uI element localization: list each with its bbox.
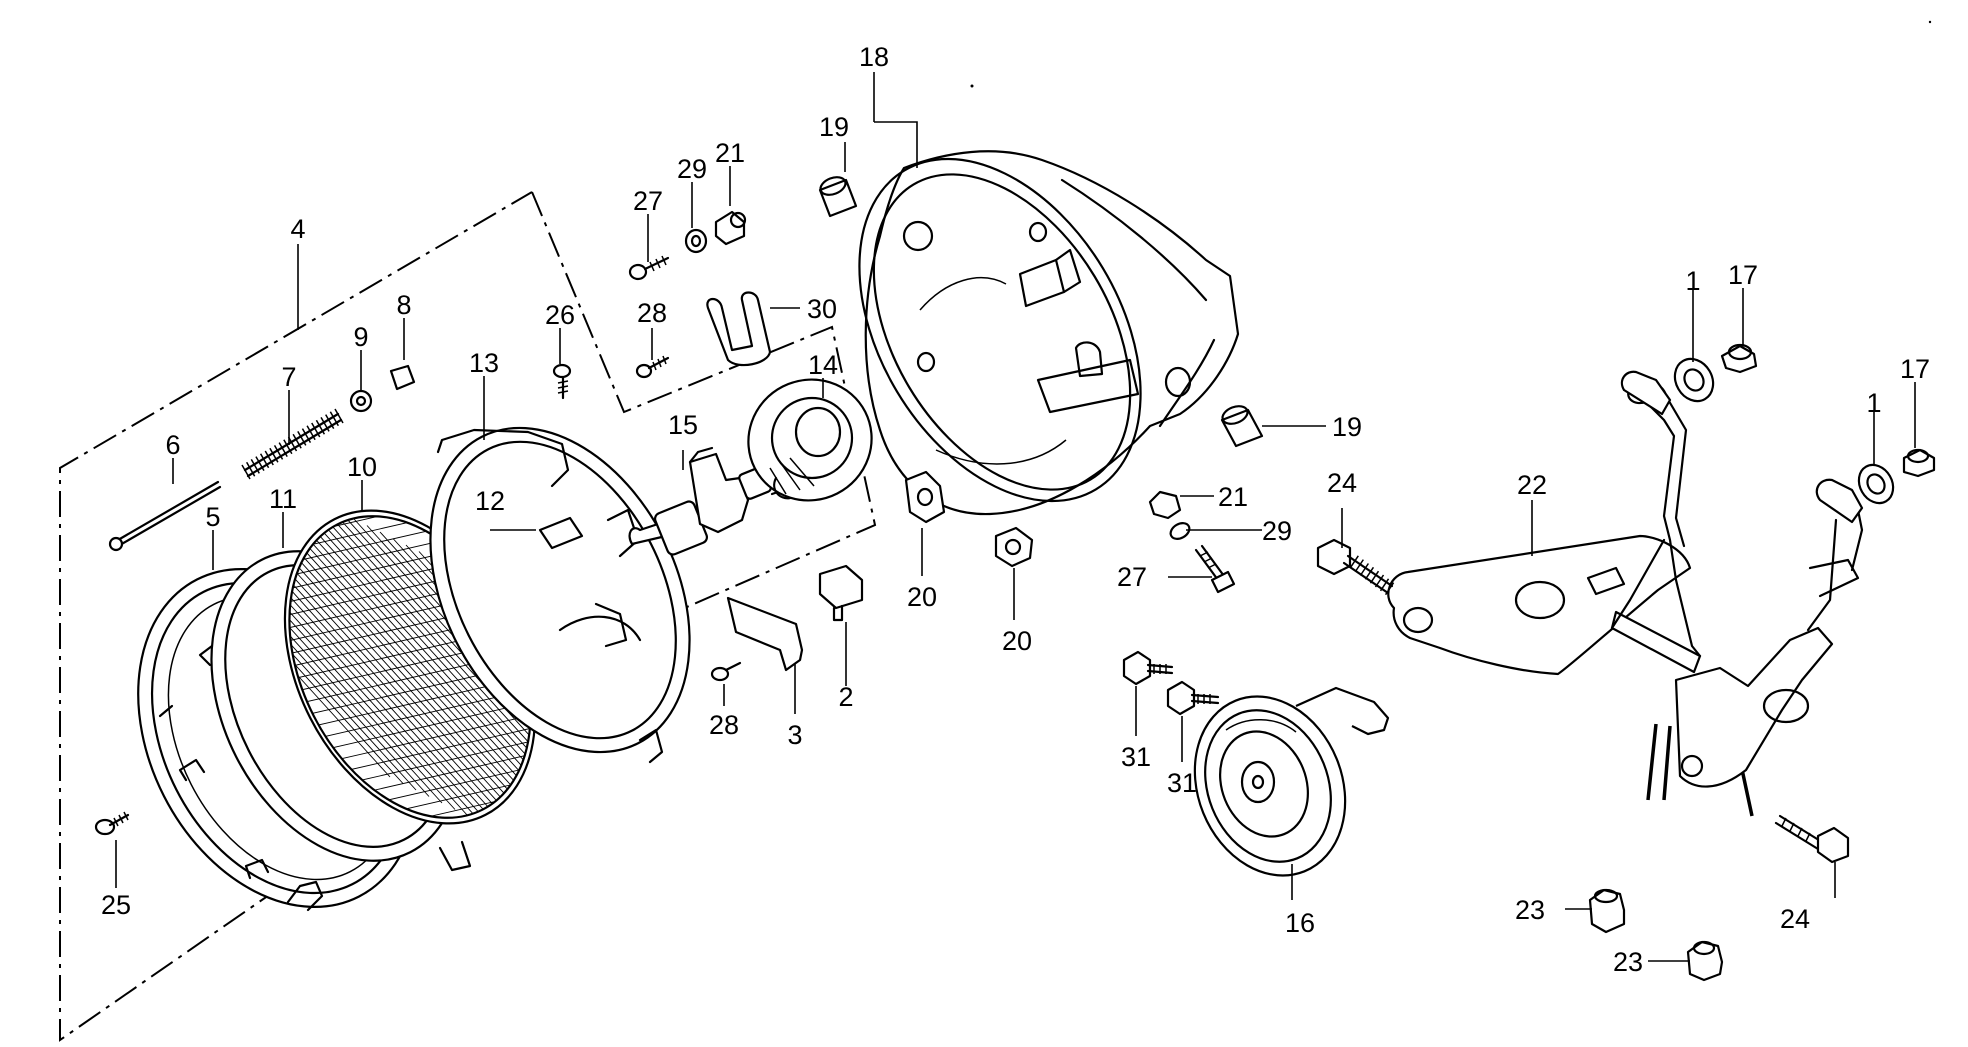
bolt-31-right (1166, 680, 1220, 716)
wire-clamp-30 (706, 291, 772, 367)
callout-4: 4 (290, 214, 305, 244)
callout-21-right: 21 (1218, 482, 1248, 512)
callout-5: 5 (205, 502, 220, 532)
adjusting-spring (241, 408, 344, 480)
grommet-1-upper (1673, 357, 1715, 403)
adjusting-screw (108, 480, 222, 552)
callout-8: 8 (396, 290, 411, 320)
callout-14: 14 (808, 350, 838, 380)
callout-25: 25 (101, 890, 131, 920)
collar-17-upper (1720, 343, 1758, 374)
callout-26: 26 (545, 300, 575, 330)
callout-23-lower: 23 (1613, 947, 1643, 977)
callout-19-right: 19 (1332, 412, 1362, 442)
mount-20-left (904, 470, 946, 524)
callout-31-right: 31 (1167, 768, 1197, 798)
collar-19-top (818, 176, 858, 218)
headlight-case (858, 150, 1240, 516)
headlight-bulb (628, 446, 786, 556)
callout-28-top: 28 (637, 298, 667, 328)
headlight-stay (1387, 370, 1864, 817)
callout-22: 22 (1517, 470, 1547, 500)
nut-23-upper (1588, 888, 1626, 934)
callout-11: 11 (269, 484, 297, 514)
bulb-socket (747, 378, 873, 502)
washer-9 (349, 389, 373, 413)
callout-12: 12 (475, 486, 505, 516)
collar-21-top (714, 210, 747, 246)
lens-clip-12 (538, 516, 584, 550)
callout-labels: 1 1 2 3 4 5 6 7 8 9 10 11 12 13 14 15 16… (101, 42, 1930, 977)
washer-29-top (684, 228, 708, 254)
callout-29-right: 29 (1262, 516, 1292, 546)
callout-24-upper: 24 (1327, 468, 1357, 498)
bracket-3 (726, 596, 804, 672)
bolt-31-left (1122, 650, 1174, 686)
callout-23-upper: 23 (1515, 895, 1545, 925)
screw-27-top (628, 255, 670, 281)
callout-2: 2 (838, 682, 853, 712)
assembly-4-boundary (59, 191, 877, 1042)
washer-29-right (1169, 522, 1191, 540)
callout-21-top: 21 (715, 138, 745, 168)
callout-9: 9 (353, 322, 368, 352)
lens-grid (241, 475, 579, 859)
collar-17-lower (1902, 448, 1936, 478)
callout-19-top: 19 (819, 112, 849, 142)
bolt-24-lower (1774, 814, 1850, 864)
callout-7: 7 (281, 362, 296, 392)
leader-lines (115, 72, 1916, 962)
callout-13: 13 (469, 348, 499, 378)
callout-6: 6 (165, 430, 180, 460)
callout-31-left: 31 (1121, 742, 1151, 772)
callout-24-lower: 24 (1780, 904, 1810, 934)
mount-20-right (994, 526, 1034, 568)
callout-30: 30 (807, 294, 837, 324)
callout-3: 3 (787, 720, 802, 750)
callout-27-top: 27 (633, 186, 663, 216)
callout-17-upper: 17 (1728, 260, 1758, 290)
callout-16: 16 (1285, 908, 1315, 938)
nut-8 (389, 364, 416, 391)
callout-27-right: 27 (1117, 562, 1147, 592)
bolt-27-right (1194, 544, 1236, 594)
horn (1193, 686, 1390, 877)
callout-15: 15 (668, 410, 698, 440)
callout-29-top: 29 (677, 154, 707, 184)
nut-23-lower (1686, 940, 1724, 982)
mounting-ring (429, 426, 691, 764)
collar-19-right (1220, 405, 1264, 448)
screw-28-top (635, 355, 670, 379)
screw-28-bottom (710, 661, 742, 682)
collar-21-right (1148, 490, 1182, 520)
callout-18: 18 (859, 42, 889, 72)
bolt-24-upper (1316, 538, 1395, 596)
callout-10: 10 (347, 452, 377, 482)
screw-26 (552, 363, 572, 400)
relay-2 (818, 564, 864, 622)
screw-25 (94, 811, 130, 836)
callout-20-left: 20 (907, 582, 937, 612)
callout-20-right: 20 (1002, 626, 1032, 656)
callout-1-upper: 1 (1685, 266, 1700, 296)
callout-28-bottom: 28 (709, 710, 739, 740)
callout-17-lower: 17 (1900, 354, 1930, 384)
grommet-1-lower (1857, 463, 1895, 505)
callout-1-lower: 1 (1866, 388, 1881, 418)
